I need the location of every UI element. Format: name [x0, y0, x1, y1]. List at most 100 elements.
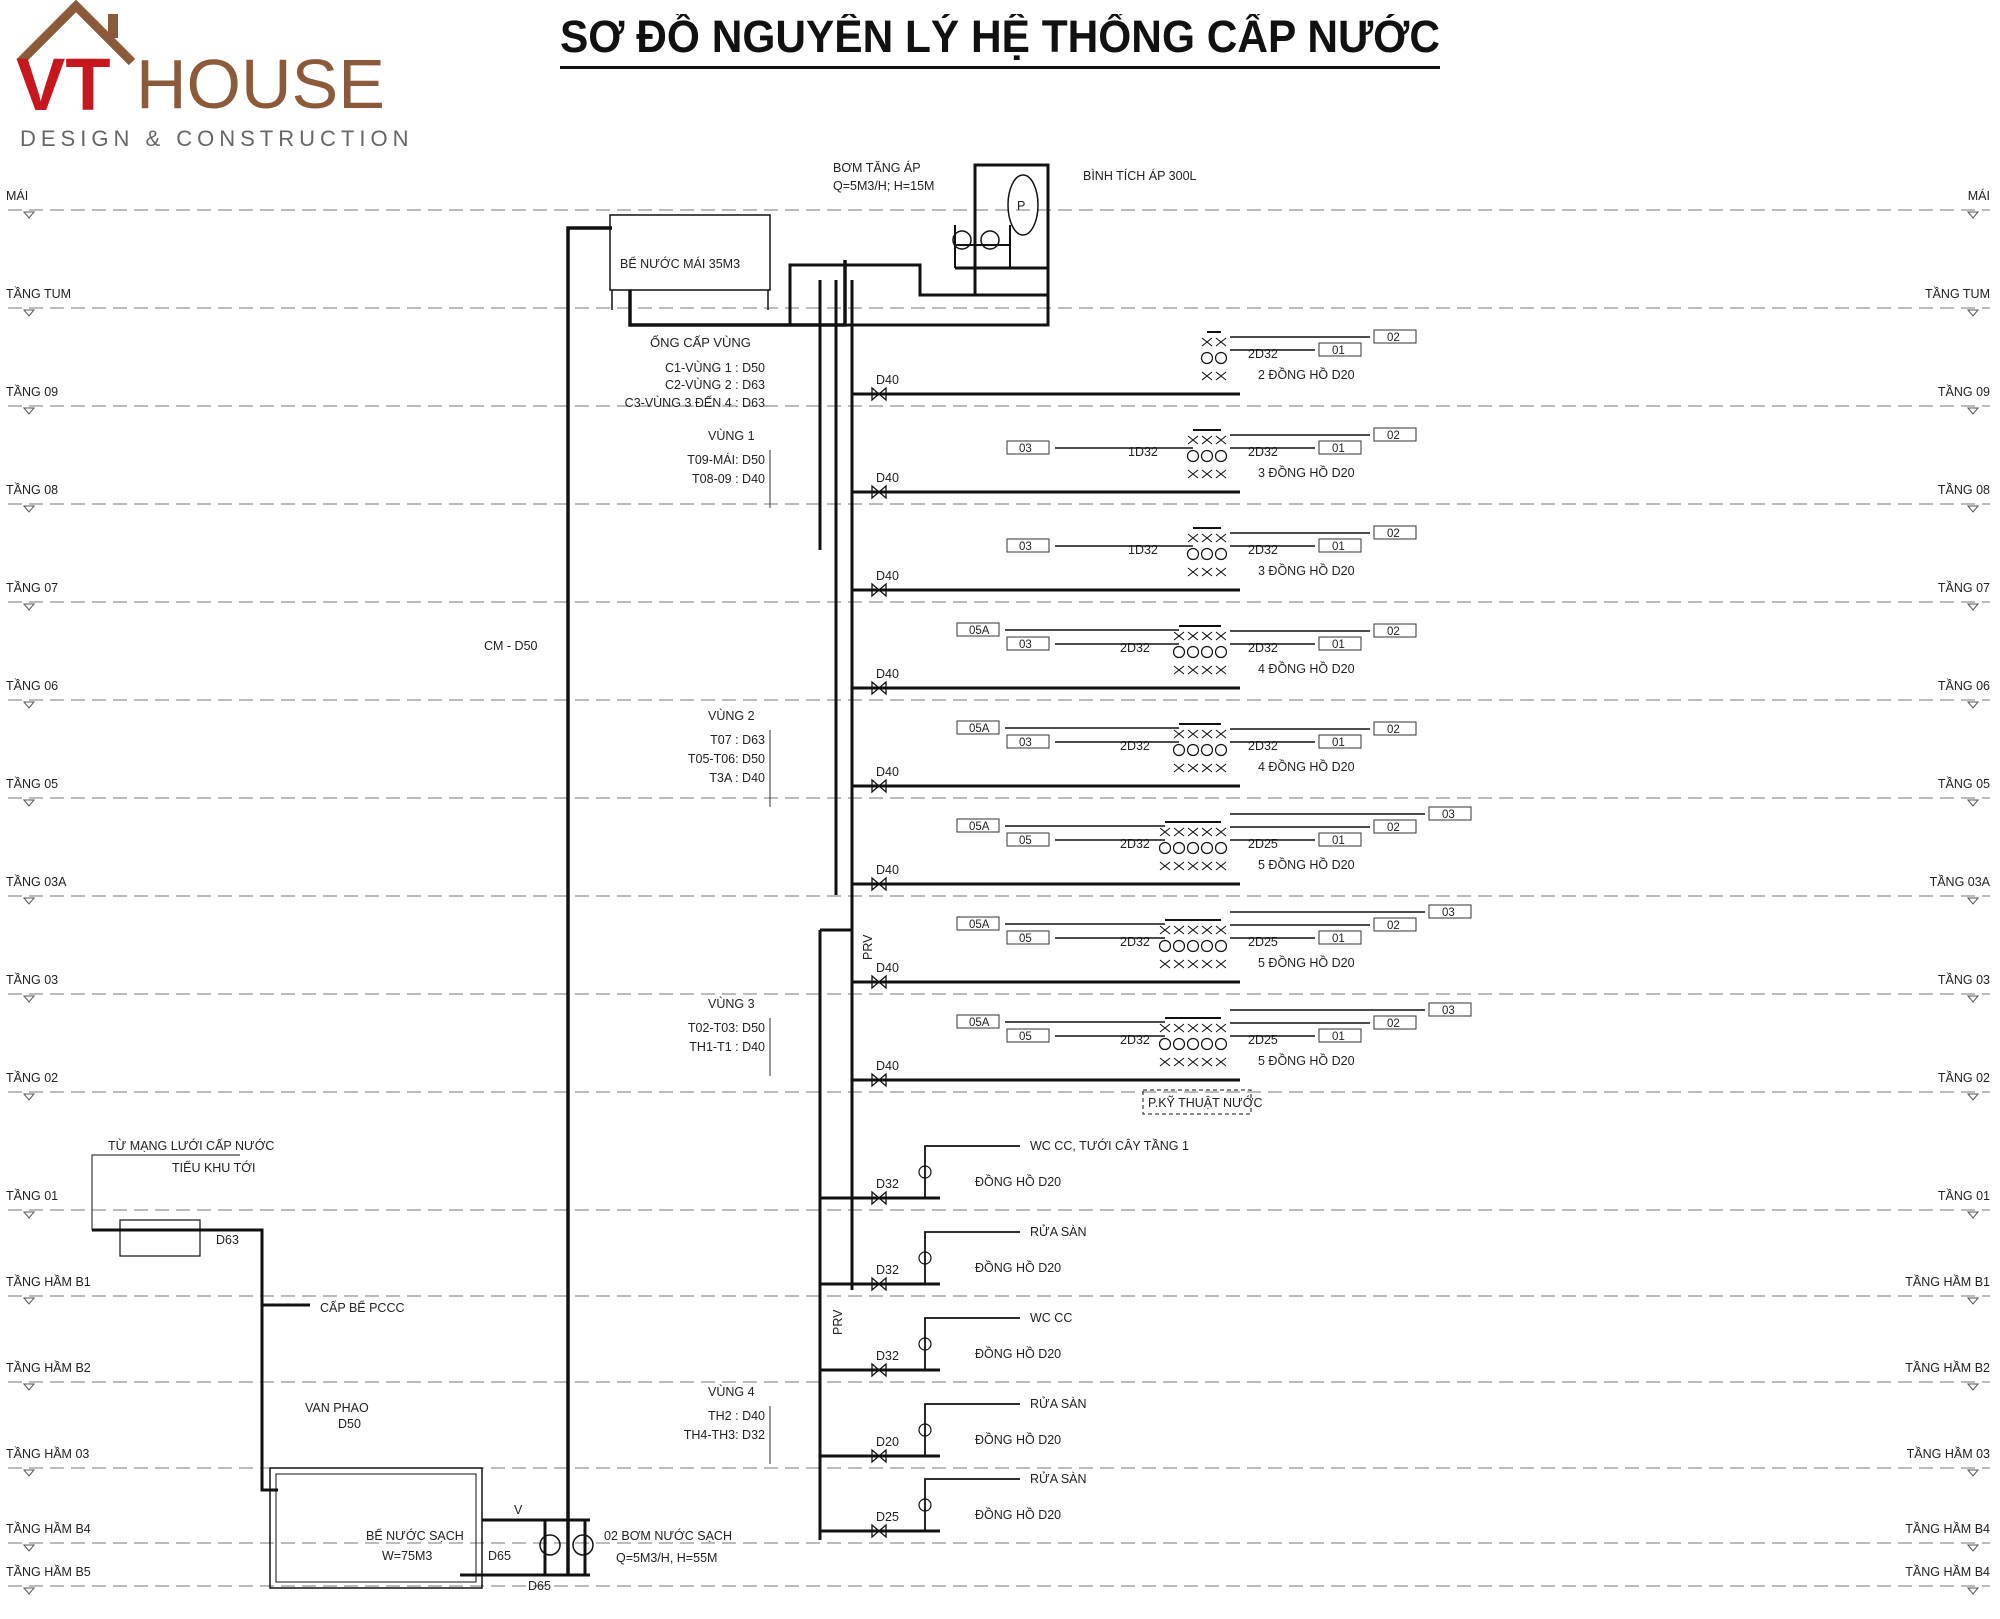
outlet-tag	[1373, 427, 1417, 442]
outlet-tag-left-text: 05	[1019, 835, 1032, 847]
outlet-tag-left-text: 03	[1019, 443, 1032, 455]
gate-valve-icon	[871, 778, 887, 794]
riser-zone-3-4b	[818, 928, 852, 1540]
pressure-tank-icon	[1007, 174, 1039, 236]
level-label-right-tum: TẦNG TUM	[1925, 286, 1990, 301]
water-meter-icon	[1172, 645, 1186, 659]
clean-pumps: 02 BƠM NƯỚC SẠCH	[604, 1528, 732, 1543]
outlet-tag	[1373, 819, 1417, 834]
water-meter-icon	[918, 1337, 932, 1351]
outlet-tag	[1373, 1015, 1417, 1030]
prv-label-2: PRV	[831, 1309, 845, 1335]
water-meter-icon	[1200, 645, 1214, 659]
level-label-right-t05: TẦNG 05	[1938, 776, 1990, 791]
zone-row: T08-09 : D40	[692, 472, 765, 486]
right-riser-size: 2D25	[1248, 935, 1278, 949]
outlet-tag-left-text: 05	[1019, 933, 1032, 945]
level-label-right-b3: TẦNG HẦM 03	[1907, 1446, 1990, 1461]
level-label-left-t07: TẦNG 07	[6, 580, 58, 595]
gate-valve-icon	[871, 1072, 887, 1088]
level-marker-icon	[22, 897, 36, 905]
level-label-left-t08: TẦNG 08	[6, 482, 58, 497]
level-marker-icon	[22, 505, 36, 513]
level-label-left-b5: TẦNG HẦM B5	[6, 1564, 91, 1579]
destination-label: RỬA SÀN	[1030, 1224, 1087, 1239]
supply-row-1: C1-VÙNG 1 : D50	[665, 360, 765, 375]
outlet-tag-left	[1006, 734, 1050, 749]
level-marker-icon	[22, 1211, 36, 1219]
vt-house-logo: VT HOUSE DESIGN & CONSTRUCTION	[16, 0, 408, 151]
water-meter-icon	[1214, 449, 1228, 463]
level-label-left-t05: TẦNG 05	[6, 776, 58, 791]
zone-row: TH2 : D40	[708, 1409, 765, 1423]
outlet-tag	[1318, 440, 1362, 455]
branch-pipe-size: D40	[876, 863, 899, 877]
outlet-tag	[1428, 1002, 1472, 1017]
level-label-left-t01: TẦNG 01	[6, 1188, 58, 1203]
pressure-tank-p: P	[1017, 199, 1025, 213]
clean-d65a: D65	[488, 1549, 511, 1563]
manifold	[788, 263, 1050, 327]
water-meter-icon	[1214, 547, 1228, 561]
level-marker-icon	[22, 603, 36, 611]
clean-valve-size: D50	[338, 1417, 361, 1431]
outlet-tag-left	[1006, 832, 1050, 847]
gate-valve-icon	[871, 1523, 887, 1539]
zone-row: T09-MÁI: D50	[687, 452, 765, 467]
booster-frame	[955, 163, 1050, 295]
outlet-tag	[1318, 342, 1362, 357]
level-marker-icon	[1966, 1093, 1980, 1101]
meter-count-label: 2 ĐỒNG HỒ D20	[1258, 367, 1355, 382]
valve-pair-icon	[1215, 1023, 1227, 1067]
branch-rise	[924, 1403, 1020, 1456]
logo-house: HOUSE	[136, 45, 385, 123]
level-marker-icon	[1966, 407, 1980, 415]
level-marker-icon	[1966, 1211, 1980, 1219]
gate-valve-icon	[871, 1362, 887, 1378]
valve-pair-icon	[1187, 827, 1199, 871]
level-label-left-t09: TẦNG 09	[6, 384, 58, 399]
outlet-tag-left-text: 05A	[969, 919, 990, 931]
gate-valve-icon	[871, 1448, 887, 1464]
clean-tank-volume: W=75M3	[382, 1549, 432, 1563]
valve-pair-icon	[1215, 533, 1227, 577]
outlet-tag-left-text: 03	[1019, 737, 1032, 749]
right-riser-size: 2D32	[1248, 445, 1278, 459]
water-meter-icon	[1200, 351, 1214, 365]
pipe-network	[91, 163, 1252, 1589]
right-riser-size: 2D25	[1248, 1033, 1278, 1047]
branch-pipe-size: D32	[876, 1349, 899, 1363]
left-riser-size: 2D32	[1120, 641, 1150, 655]
outlet-tag-text: 01	[1332, 1031, 1345, 1043]
level-marker-icon	[22, 799, 36, 807]
level-label-right-t01: TẦNG 01	[1938, 1188, 1990, 1203]
level-marker-icon	[1966, 1469, 1980, 1477]
water-meter-icon	[1214, 351, 1228, 365]
clean-tank	[269, 1467, 483, 1589]
level-marker-icon	[22, 995, 36, 1003]
meter-count-label: 3 ĐỒNG HỒ D20	[1258, 465, 1355, 480]
clean-pump-1-icon	[539, 1534, 561, 1556]
branch-rise	[924, 1145, 1020, 1198]
outlet-tag-left	[1006, 1028, 1050, 1043]
water-meter-icon	[1200, 939, 1214, 953]
valve-pair-icon	[1173, 827, 1185, 871]
outlet-tag-left	[1006, 636, 1050, 651]
pressure-tank-label: BÌNH TÍCH ÁP 300L	[1083, 168, 1197, 183]
level-marker-icon	[22, 1093, 36, 1101]
meter-label: ĐỒNG HỒ D20	[975, 1432, 1061, 1447]
level-marker-icon	[1966, 505, 1980, 513]
right-riser-size: 2D32	[1248, 543, 1278, 557]
outlet-tag	[1373, 525, 1417, 540]
water-meter-icon	[1200, 547, 1214, 561]
zone-row: TH4-TH3: D32	[684, 1428, 765, 1442]
destination-label: RỬA SÀN	[1030, 1471, 1087, 1486]
branch-pipe-size: D32	[876, 1177, 899, 1191]
outlet-tag-left	[1006, 930, 1050, 945]
level-label-left-b4: TẦNG HẦM B4	[6, 1521, 91, 1536]
outlet-tag-text: 02	[1387, 430, 1400, 442]
